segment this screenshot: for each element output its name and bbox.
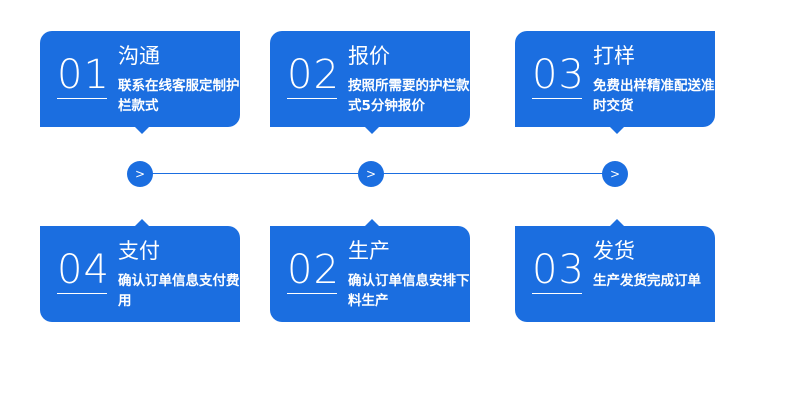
chevron-right-icon: > (127, 161, 153, 187)
step-description: 确认订单信息支付费用 (118, 273, 240, 309)
step-card-quote: 02 报价 按照所需要的护栏款式5分钟报价 (270, 31, 470, 134)
step-number-underline (287, 293, 337, 294)
step-title: 打样 (593, 44, 635, 68)
step-card-sample: 03 打样 免费出样精准配送准时交货 (515, 31, 715, 134)
step-number-underline (287, 98, 337, 99)
step-card-communicate: 01 沟通 联系在线客服定制护栏款式 (40, 31, 240, 134)
step-number: 02 (287, 247, 340, 293)
step-description: 免费出样精准配送准时交货 (593, 78, 715, 114)
step-number-underline (57, 98, 107, 99)
step-title: 生产 (348, 239, 390, 263)
step-description: 联系在线客服定制护栏款式 (118, 78, 240, 114)
step-number: 04 (57, 247, 110, 293)
step-card-production: 02 生产 确认订单信息安排下料生产 (270, 219, 470, 322)
step-description: 生产发货完成订单 (593, 273, 701, 289)
step-card-delivery: 03 发货 生产发货完成订单 (515, 219, 715, 322)
chevron-right-icon: > (602, 161, 628, 187)
step-number: 02 (287, 52, 340, 98)
step-number: 03 (532, 52, 585, 98)
step-number-underline (532, 98, 582, 99)
step-title: 支付 (118, 239, 160, 263)
step-number: 03 (532, 247, 585, 293)
step-number-underline (57, 293, 107, 294)
step-card-payment: 04 支付 确认订单信息支付费用 (40, 219, 240, 322)
step-description: 按照所需要的护栏款式5分钟报价 (348, 78, 470, 114)
step-title: 报价 (348, 44, 390, 68)
chevron-right-icon: > (358, 161, 384, 187)
step-number: 01 (57, 52, 110, 98)
step-title: 发货 (593, 239, 635, 263)
step-number-underline (532, 293, 582, 294)
step-description: 确认订单信息安排下料生产 (348, 273, 470, 309)
step-title: 沟通 (118, 44, 160, 68)
